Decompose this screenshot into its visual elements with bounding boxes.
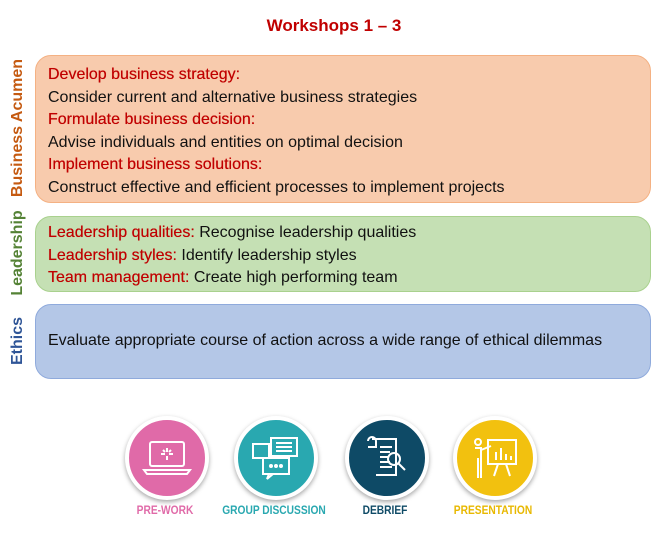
label-debrief: DEBRIEF	[362, 503, 408, 517]
item-heading: Leadership qualities:	[48, 224, 195, 241]
page-title: Workshops 1 – 3	[266, 16, 402, 35]
item-heading: Develop business strategy:	[48, 66, 241, 83]
chat-bubbles-icon	[234, 416, 318, 500]
item-text: Evaluate appropriate course of action ac…	[48, 332, 603, 350]
section-label-business-acumen: Business Acumen	[9, 58, 26, 198]
label-pre-work: PRE-WORK	[136, 503, 194, 517]
label-presentation: PRESENTATION	[453, 503, 533, 517]
item-text: Construct effective and efficient proces…	[48, 178, 505, 196]
item-heading: Team management:	[48, 269, 190, 287]
section-label-leadership: Leadership	[9, 210, 26, 296]
ethics-box: Evaluate appropriate course of action ac…	[35, 304, 651, 379]
item-heading: Implement business solutions:	[48, 156, 263, 174]
item-text: Recognise leadership qualities	[199, 224, 417, 241]
item-heading: Leadership styles:	[48, 246, 177, 264]
item-text: Create high performing team	[193, 269, 398, 287]
section-label-ethics: Ethics	[9, 316, 26, 366]
business-acumen-box: Develop business strategy: Consider curr…	[35, 55, 651, 203]
item-heading: Formulate business decision:	[48, 111, 256, 129]
presentation-board-icon	[453, 416, 537, 500]
document-search-icon	[345, 416, 429, 500]
leadership-box: Leadership qualities: Recognise leadersh…	[35, 216, 651, 292]
item-text: Advise individuals and entities on optim…	[48, 133, 403, 151]
label-group-discussion: GROUP DISCUSSION	[222, 503, 326, 517]
laptop-icon	[125, 416, 209, 500]
item-text: Identify leadership styles	[181, 246, 357, 264]
item-text: Consider current and alternative busines…	[48, 88, 418, 106]
